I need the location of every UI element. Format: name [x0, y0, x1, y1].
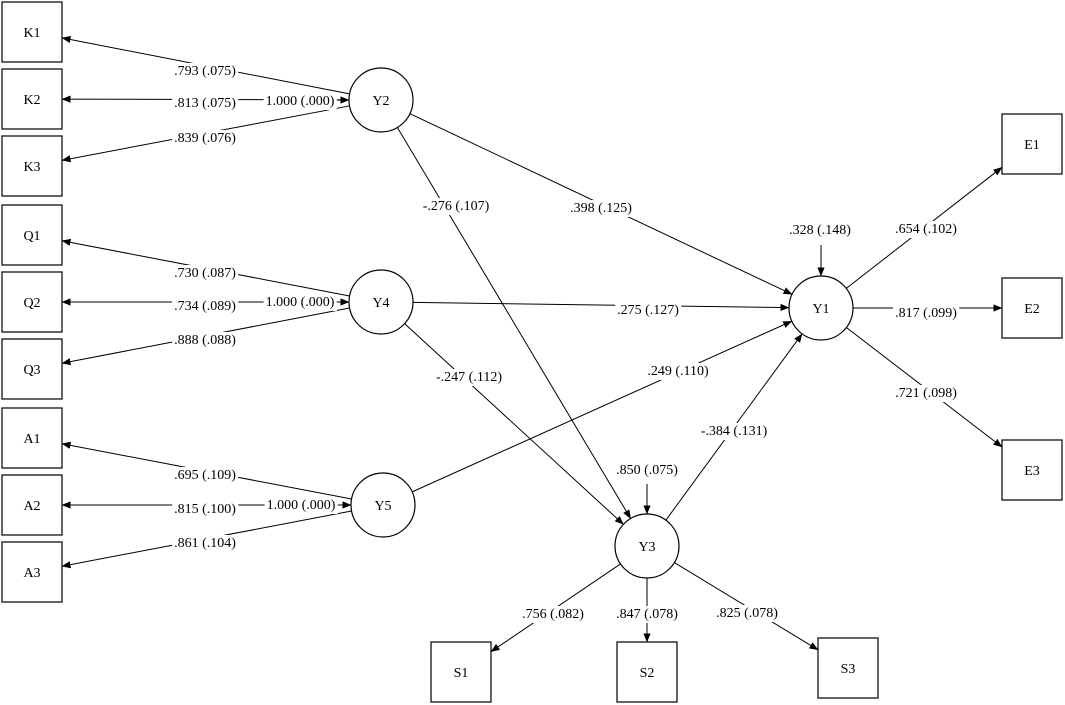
- latent-label-y2: Y2: [372, 94, 389, 109]
- path-label-y4-q2: .734 (.089): [172, 298, 239, 315]
- latent-y1: Y1: [788, 275, 854, 341]
- fixed-label-y2: 1.000 (.000): [263, 93, 337, 110]
- observed-label-a2: A2: [23, 499, 40, 514]
- fixed-label-y5: 1.000 (.000): [264, 497, 338, 514]
- observed-q3: Q3: [1, 338, 63, 400]
- svg-text:.730 (.087): .730 (.087): [174, 266, 236, 281]
- svg-text:.847 (.078): .847 (.078): [616, 607, 678, 622]
- observed-label-e1: E1: [1024, 138, 1040, 153]
- latent-y3: Y3: [614, 513, 680, 579]
- observed-q2: Q2: [1, 271, 63, 333]
- observed-k1: K1: [1, 1, 63, 63]
- svg-text:.793 (.075): .793 (.075): [174, 64, 236, 79]
- path-label-y2-y3: -.276 (.107): [420, 198, 492, 215]
- latent-y2: Y2: [348, 67, 414, 133]
- latent-y4: Y4: [348, 269, 414, 335]
- svg-text:.275 (.127): .275 (.127): [617, 303, 679, 318]
- observed-a1: A1: [1, 407, 63, 469]
- observed-e1: E1: [1001, 113, 1063, 175]
- path-y2-to-y3: [396, 127, 632, 519]
- observed-e2: E2: [1001, 277, 1063, 339]
- path-label-y5-y1: .249 (.110): [645, 363, 711, 380]
- observed-label-s2: S2: [640, 666, 655, 681]
- observed-label-q3: Q3: [23, 363, 40, 378]
- observed-k2: K2: [1, 68, 63, 130]
- observed-k3: K3: [1, 135, 63, 197]
- path-label-y4-q3: .888 (.088): [172, 332, 239, 349]
- latent-label-y3: Y3: [638, 540, 655, 555]
- observed-label-q2: Q2: [23, 296, 40, 311]
- observed-label-q1: Q1: [23, 229, 40, 244]
- path-label-y1-e2: .817 (.099): [893, 305, 960, 322]
- svg-text:.654 (.102): .654 (.102): [895, 222, 957, 237]
- observed-label-s1: S1: [454, 666, 469, 681]
- observed-s2: S2: [616, 641, 678, 703]
- svg-text:.825 (.078): .825 (.078): [716, 606, 778, 621]
- observed-label-k1: K1: [23, 26, 40, 41]
- svg-text:.734 (.089): .734 (.089): [174, 299, 236, 314]
- fixed-label-y4: 1.000 (.000): [263, 294, 337, 311]
- path-y4-to-y3: [404, 323, 624, 525]
- path-label-y2-k2: .813 (.075): [172, 95, 239, 112]
- path-label-y5-a3: .861 (.104): [172, 535, 239, 552]
- observed-label-a1: A1: [23, 432, 40, 447]
- latent-label-y5: Y5: [374, 499, 391, 514]
- residual-label-y1: .328 (.148): [787, 222, 854, 239]
- svg-text:1.000 (.000): 1.000 (.000): [267, 498, 336, 513]
- svg-text:.249 (.110): .249 (.110): [647, 364, 709, 379]
- latent-label-y4: Y4: [372, 296, 389, 311]
- path-label-y1-e1: .654 (.102): [893, 221, 960, 238]
- observed-label-a3: A3: [23, 566, 40, 581]
- latent-label-y1: Y1: [812, 302, 829, 317]
- observed-label-s3: S3: [841, 662, 856, 677]
- svg-text:.328 (.148): .328 (.148): [789, 223, 851, 238]
- svg-text:-.276 (.107): -.276 (.107): [423, 199, 490, 214]
- path-label-y3-s1: .756 (.082): [520, 606, 587, 623]
- observed-a3: A3: [1, 541, 63, 603]
- svg-text:.813 (.075): .813 (.075): [174, 96, 236, 111]
- path-label-y3-s2: .847 (.078): [614, 606, 681, 623]
- svg-text:-.384 (.131): -.384 (.131): [701, 424, 768, 439]
- path-label-y2-y1: .398 (.125): [568, 200, 635, 217]
- path-y4-to-y1: [412, 301, 790, 312]
- observed-q1: Q1: [1, 204, 63, 266]
- observed-a2: A2: [1, 474, 63, 536]
- latent-y5: Y5: [350, 472, 416, 538]
- svg-text:.695 (.109): .695 (.109): [174, 468, 236, 483]
- residual-label-y3: .850 (.075): [614, 462, 681, 479]
- svg-text:.850 (.075): .850 (.075): [616, 463, 678, 478]
- observed-label-e3: E3: [1024, 464, 1040, 479]
- path-y5-to-y1: [411, 320, 793, 493]
- observed-e3: E3: [1001, 439, 1063, 501]
- path-label-y5-a2: .815 (.100): [172, 501, 239, 518]
- svg-text:.861 (.104): .861 (.104): [174, 536, 236, 551]
- svg-text:-.247 (.112): -.247 (.112): [436, 370, 502, 385]
- path-label-y5-a1: .695 (.109): [172, 467, 239, 484]
- path-label-y4-q1: .730 (.087): [172, 265, 239, 282]
- path-label-y3-s3: .825 (.078): [714, 605, 781, 622]
- path-label-y4-y3: -.247 (.112): [434, 369, 505, 386]
- observed-s1: S1: [430, 641, 492, 703]
- path-label-y2-k1: .793 (.075): [172, 63, 239, 80]
- svg-text:.888 (.088): .888 (.088): [174, 333, 236, 348]
- svg-text:.398 (.125): .398 (.125): [570, 201, 632, 216]
- observed-label-e2: E2: [1024, 302, 1040, 317]
- path-label-y3-y1: -.384 (.131): [698, 423, 770, 440]
- svg-text:.839 (.076): .839 (.076): [174, 131, 236, 146]
- svg-text:.817 (.099): .817 (.099): [895, 306, 957, 321]
- svg-text:1.000 (.000): 1.000 (.000): [266, 94, 335, 109]
- observed-label-k2: K2: [23, 93, 40, 108]
- observed-s3: S3: [817, 637, 879, 699]
- path-label-y1-e3: .721 (.098): [893, 385, 960, 402]
- observed-label-k3: K3: [23, 160, 40, 175]
- svg-text:1.000 (.000): 1.000 (.000): [266, 295, 335, 310]
- svg-text:.756 (.082): .756 (.082): [522, 607, 584, 622]
- svg-text:.721 (.098): .721 (.098): [895, 386, 957, 401]
- svg-text:.815 (.100): .815 (.100): [174, 502, 236, 517]
- path-label-y2-k3: .839 (.076): [172, 130, 239, 147]
- path-label-y4-y1: .275 (.127): [615, 302, 682, 319]
